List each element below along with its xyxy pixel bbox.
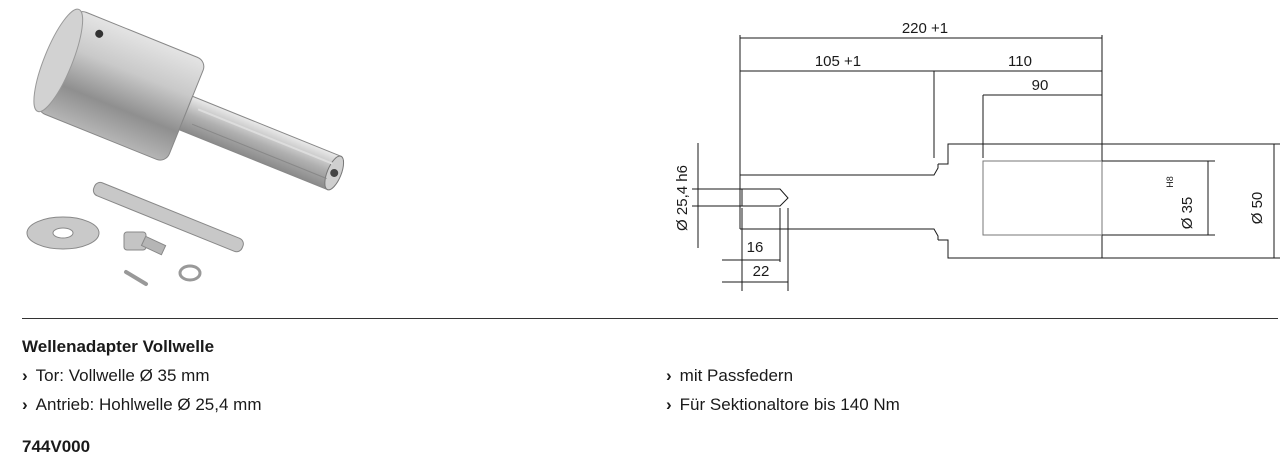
product-photo — [26, 8, 345, 286]
dim-bore: Ø 35 — [1179, 197, 1196, 230]
dim-shaft: Ø 25,4 h6 — [674, 165, 691, 231]
feature-text: Für Sektionaltore bis 140 Nm — [679, 395, 900, 414]
dim-left: 105 +1 — [815, 53, 861, 70]
feature-item: › Antrieb: Hohlwelle Ø 25,4 mm — [22, 395, 262, 415]
dimension-labels: 220 +1 105 +1 110 90 Ø 25,4 h6 16 22 Ø 3… — [674, 20, 1266, 280]
dim-outer: Ø 50 — [1249, 192, 1266, 225]
chevron-right-icon: › — [22, 395, 28, 414]
technical-drawing: 220 +1 105 +1 110 90 Ø 25,4 h6 16 22 Ø 3… — [674, 20, 1280, 291]
dim-key-pos: 22 — [753, 263, 770, 280]
chevron-right-icon: › — [666, 366, 672, 385]
dim-bore-tol: H8 — [1165, 176, 1175, 188]
dim-right: 110 — [1008, 53, 1032, 70]
chevron-right-icon: › — [666, 395, 672, 414]
chevron-right-icon: › — [22, 366, 28, 385]
article-number: 744V000 — [22, 437, 91, 456]
dim-bore-depth: 90 — [1032, 77, 1049, 94]
feature-text: Antrieb: Hohlwelle Ø 25,4 mm — [35, 395, 262, 414]
feature-item: › mit Passfedern — [666, 366, 793, 386]
feature-item: › Für Sektionaltore bis 140 Nm — [666, 395, 900, 415]
product-title: Wellenadapter Vollwelle — [22, 337, 215, 356]
dim-key-len: 16 — [747, 239, 764, 256]
section-divider — [22, 318, 1278, 319]
dim-total: 220 +1 — [902, 20, 948, 37]
feature-text: mit Passfedern — [679, 366, 794, 385]
feature-item: › Tor: Vollwelle Ø 35 mm — [22, 366, 210, 386]
feature-text: Tor: Vollwelle Ø 35 mm — [35, 366, 210, 385]
